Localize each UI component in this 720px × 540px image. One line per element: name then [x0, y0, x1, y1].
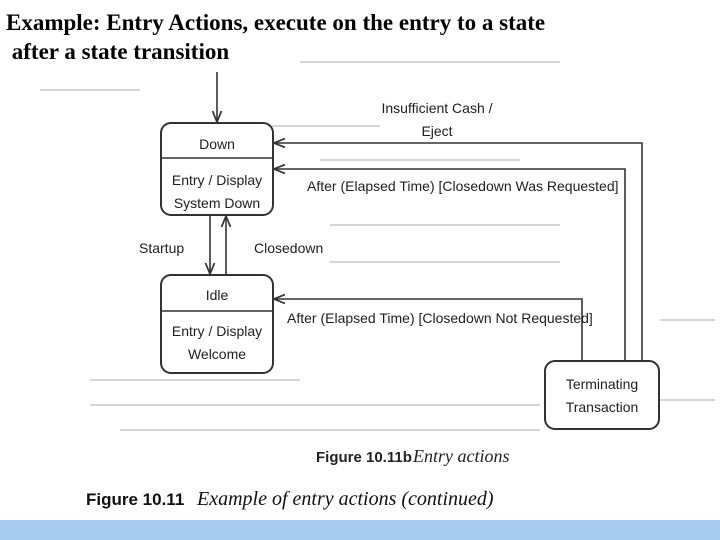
closedown-not-requested-arrow — [275, 299, 583, 361]
state-idle: Idle Entry / Display Welcome — [160, 274, 274, 374]
state-down-action-line-2: System Down — [174, 195, 260, 211]
slide-title-line-1: Example: Entry Actions, execute on the e… — [6, 10, 546, 35]
subfigure-number: Figure 10.11b — [316, 449, 412, 466]
state-terminating-line-1: Terminating — [566, 376, 638, 392]
startup-label: Startup — [139, 240, 184, 256]
state-idle-action-line-1: Entry / Display — [172, 323, 262, 339]
figure-title: Example of entry actions (continued) — [196, 488, 494, 510]
state-idle-name: Idle — [206, 287, 229, 303]
state-idle-action-line-2: Welcome — [188, 346, 246, 362]
scan-background — [40, 61, 715, 431]
closedown-requested-arrow — [275, 169, 626, 361]
figure-number: Figure 10.11 — [86, 490, 184, 509]
state-down-action-line-1: Entry / Display — [172, 172, 262, 188]
closedown-label: Closedown — [254, 240, 323, 256]
insufficient-cash-label-line-2: Eject — [421, 123, 452, 139]
slide-title-line-2: after a state transition — [6, 39, 230, 64]
state-down-name: Down — [199, 136, 235, 152]
closedown-not-requested-label: After (Elapsed Time) [Closedown Not Requ… — [287, 310, 593, 326]
closedown-requested-label: After (Elapsed Time) [Closedown Was Requ… — [307, 178, 619, 194]
state-diagram: Down Entry / Display System Down Idle En… — [40, 61, 715, 510]
bottom-bar — [0, 520, 720, 540]
state-terminating-line-2: Transaction — [566, 399, 639, 415]
insufficient-cash-arrow — [275, 143, 643, 361]
state-terminating-transaction: Terminating Transaction — [544, 360, 660, 430]
slide-title: Example: Entry Actions, execute on the e… — [6, 8, 706, 66]
subfigure-title: Entry actions — [412, 446, 510, 466]
state-down: Down Entry / Display System Down — [160, 122, 274, 216]
insufficient-cash-label-line-1: Insufficient Cash / — [381, 100, 492, 116]
